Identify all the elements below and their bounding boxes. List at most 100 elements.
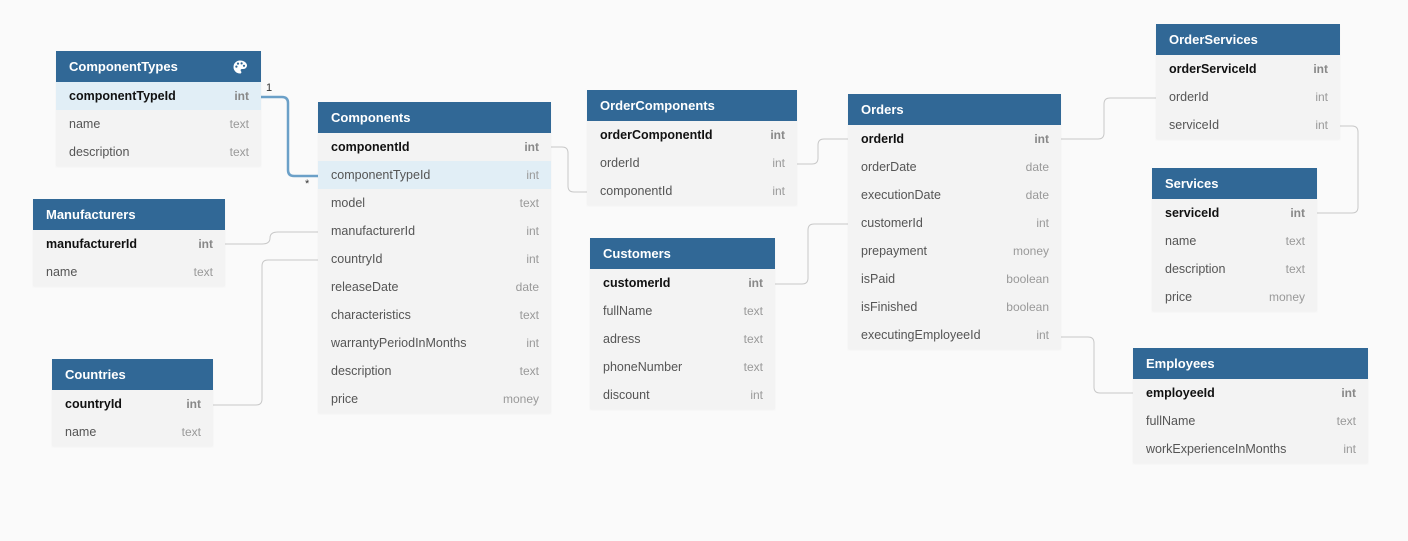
field-type: text [743, 360, 763, 374]
table-header[interactable]: Countries [52, 359, 213, 390]
palette-icon[interactable] [232, 59, 248, 75]
field-name: componentId [600, 184, 673, 198]
field-type: money [502, 392, 539, 406]
cardinality-one: 1 [266, 82, 273, 94]
field-name: countryId [65, 397, 122, 411]
field-name: orderComponentId [600, 128, 713, 142]
link-order-orderservice[interactable] [1061, 97, 1156, 140]
table-header[interactable]: Orders [848, 94, 1061, 125]
field-type: text [1285, 262, 1305, 276]
table-header[interactable]: OrderComponents [587, 90, 797, 121]
field-type: text [519, 196, 539, 210]
table-header[interactable]: ComponentTypes [56, 51, 261, 82]
table-header[interactable]: Manufacturers [33, 199, 225, 230]
link-component-ordercomponent[interactable] [551, 146, 587, 193]
link-orderservice-service[interactable] [1317, 125, 1359, 214]
field-name: price [331, 392, 359, 406]
field-type: int [750, 388, 763, 402]
table-header[interactable]: Components [318, 102, 551, 133]
table-header[interactable]: Employees [1133, 348, 1368, 379]
table-title: OrderComponents [600, 98, 715, 113]
table-title: Customers [603, 246, 671, 261]
field-row-price[interactable]: price money [318, 385, 551, 413]
link-country-component[interactable] [213, 259, 318, 406]
link-componenttype-component[interactable] [261, 95, 318, 178]
table-title: Countries [65, 367, 126, 382]
field-type: int [526, 224, 539, 238]
field-name: serviceId [1169, 118, 1220, 132]
table-header[interactable]: Customers [590, 238, 775, 269]
field-name: employeeId [1146, 386, 1215, 400]
table-header[interactable]: Services [1152, 168, 1317, 199]
field-name: componentId [331, 140, 410, 154]
field-name: orderId [1169, 90, 1209, 104]
table-title: Manufacturers [46, 207, 136, 222]
link-manufacturer-component[interactable] [225, 231, 318, 245]
link-ordercomponent-order[interactable] [797, 138, 848, 165]
field-name: customerId [861, 216, 923, 230]
field-name: adress [603, 332, 641, 346]
link-customer-order[interactable] [775, 223, 848, 285]
field-name: orderDate [861, 160, 917, 174]
field-type: int [526, 252, 539, 266]
table-header[interactable]: OrderServices [1156, 24, 1340, 55]
field-name: name [1165, 234, 1197, 248]
link-order-employee[interactable] [1061, 336, 1133, 394]
field-type: int [526, 168, 539, 182]
field-name: serviceId [1165, 206, 1220, 220]
